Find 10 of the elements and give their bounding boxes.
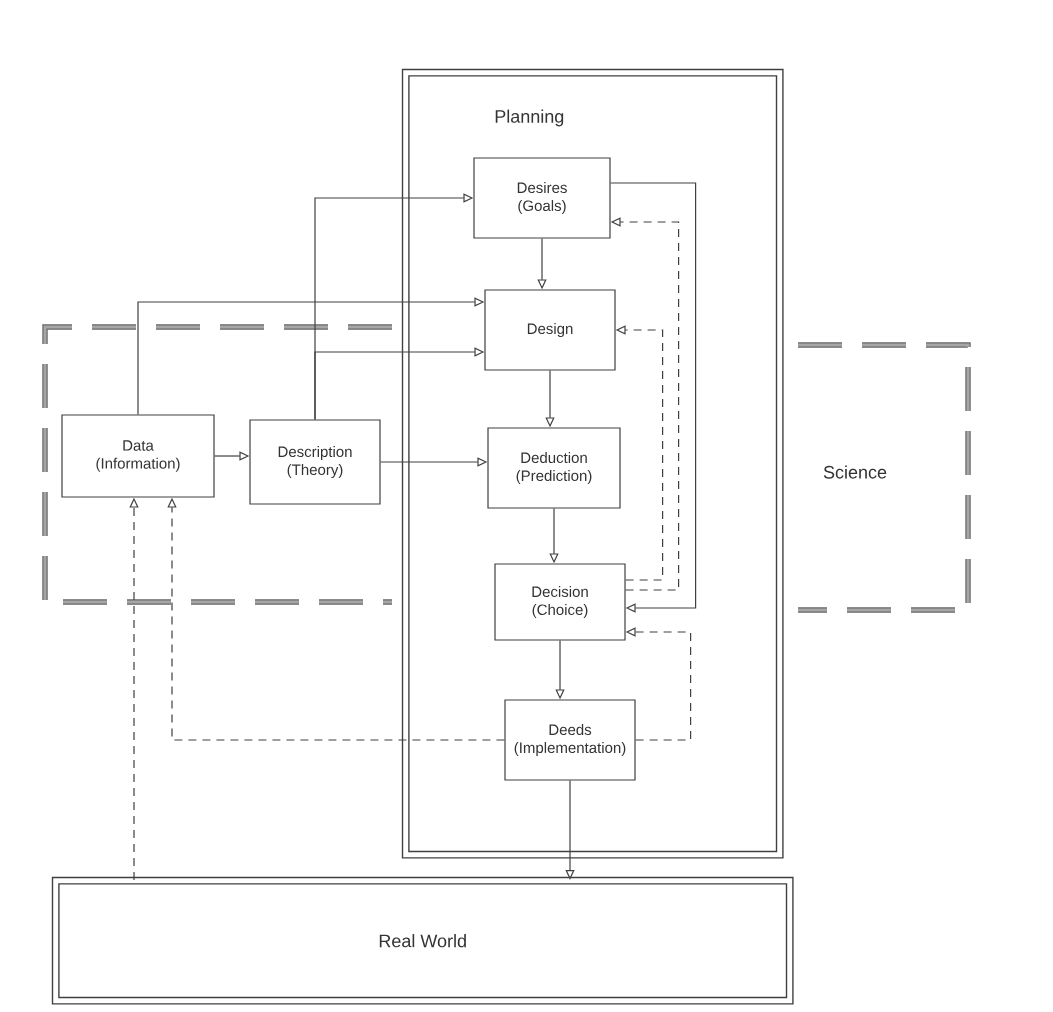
process-box: Decision (Choice): [494, 563, 626, 641]
arrow: [565, 780, 575, 880]
process-box: Deeds (Implementation): [504, 699, 636, 781]
process-box: Description (Theory): [249, 419, 381, 505]
process-box: Desires (Goals): [473, 157, 611, 239]
process-box: Design: [484, 289, 616, 371]
arrow: [610, 182, 697, 613]
process-box: Deduction (Prediction): [487, 427, 621, 509]
real-world-box: Real World: [51, 876, 794, 1005]
process-box: Data (Information): [61, 414, 215, 498]
